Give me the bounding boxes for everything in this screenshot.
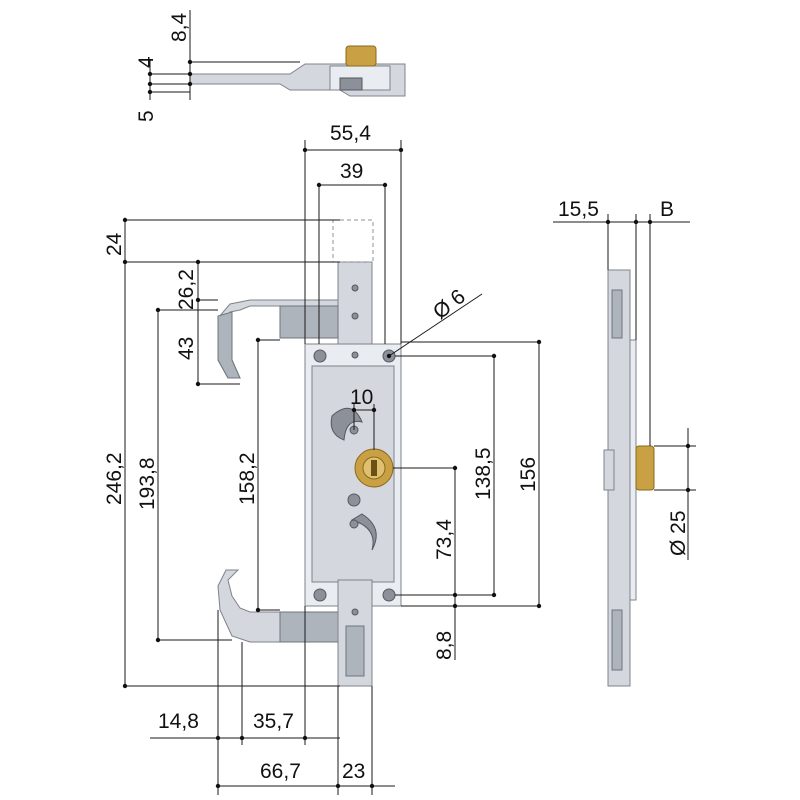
dim-dot	[215, 783, 221, 789]
dim-dot	[187, 81, 193, 87]
dim-dot	[633, 219, 639, 225]
dim-dot	[239, 735, 245, 741]
upper-rod-dashed	[332, 219, 374, 263]
dim-dot	[398, 147, 404, 153]
lower-hook-arm	[279, 611, 339, 643]
top-view: 8,4 4 5	[135, 10, 406, 122]
screw-hole-top-left	[313, 349, 327, 363]
dim-dot	[452, 592, 458, 598]
dim-dot	[605, 219, 611, 225]
dim-label-158-2: 158,2	[236, 452, 259, 505]
dim-label-66-7: 66,7	[260, 760, 301, 783]
dim-label-39: 39	[340, 160, 363, 183]
dim-dot	[685, 443, 691, 449]
case-hole	[347, 493, 361, 507]
dim-dot	[647, 219, 653, 225]
dim-dot	[302, 147, 308, 153]
screw-hole-bottom-left	[313, 588, 327, 602]
dim-dot	[536, 603, 542, 609]
dim-dot	[369, 783, 375, 789]
dim-dot	[255, 607, 261, 613]
dim-label-6: Ø 6	[429, 285, 470, 324]
lower-rod-slot	[345, 625, 365, 677]
dim-label-35-7: 35,7	[253, 710, 294, 733]
dim-dot	[187, 59, 193, 65]
dim-label-25: Ø 25	[667, 510, 690, 556]
top-view-bolt	[339, 77, 363, 91]
dim-label-10: 10	[350, 386, 373, 409]
dim-dot	[382, 182, 388, 188]
dim-dot	[302, 735, 308, 741]
side-bolt	[603, 449, 615, 491]
cylinder-keyway	[371, 460, 377, 476]
dim-label-55-4: 55,4	[330, 122, 371, 145]
dim-label-193-8: 193,8	[136, 457, 159, 510]
rod-hole	[351, 284, 359, 292]
case-hole	[351, 351, 359, 359]
dim-dot	[371, 407, 377, 413]
upper-hook-shade	[217, 311, 241, 379]
dim-label-23: 23	[342, 760, 365, 783]
dim-dot	[195, 297, 201, 303]
dim-label-b: B	[660, 198, 674, 221]
dim-dot	[147, 81, 153, 87]
dim-dot	[491, 592, 497, 598]
dim-label-5: 5	[135, 110, 158, 122]
dim-label-24: 24	[103, 232, 126, 256]
leader-6	[388, 293, 483, 357]
dim-label-8-8: 8,8	[433, 631, 456, 660]
latch-cam-lower	[350, 513, 377, 551]
dim-dot	[536, 339, 542, 345]
rod-hole	[351, 608, 359, 616]
dim-dot	[147, 89, 153, 95]
side-cylinder	[635, 445, 655, 491]
case-hole	[349, 519, 359, 529]
dim-label-73-4: 73,4	[433, 519, 456, 560]
dim-label-15-5: 15,5	[558, 198, 599, 221]
dim-dot	[195, 381, 201, 387]
dim-dot	[685, 487, 691, 493]
dim-dot	[122, 683, 128, 689]
side-view: 15,5 B Ø 25	[553, 198, 696, 687]
dim-dot	[255, 337, 261, 343]
dim-dot	[122, 259, 128, 265]
dim-dot	[316, 182, 322, 188]
dim-label-4: 4	[135, 56, 158, 68]
screw-hole-bottom-right	[382, 588, 396, 602]
dim-dot	[215, 735, 221, 741]
side-rod-upper	[611, 289, 623, 339]
dim-label-156: 156	[517, 457, 540, 492]
dim-label-14-8: 14,8	[158, 710, 199, 733]
dim-dot	[491, 353, 497, 359]
upper-hook-arm	[279, 305, 339, 339]
dim-dot	[351, 407, 357, 413]
dim-label-43: 43	[175, 337, 198, 360]
dim-dot	[155, 307, 161, 313]
dim-label-26-2: 26,2	[175, 269, 198, 310]
dim-dot	[122, 217, 128, 223]
side-rod-lower	[611, 609, 623, 671]
dim-dot	[452, 465, 458, 471]
front-view: 55,4 39 24 26,2 43 246,2 193,8 158,2	[103, 122, 542, 795]
dim-dot	[452, 603, 458, 609]
upper-rod	[337, 261, 373, 345]
dim-label-8-4: 8,4	[168, 12, 191, 42]
side-case-edge	[629, 339, 637, 601]
dim-dot	[187, 71, 193, 77]
dim-dot	[155, 637, 161, 643]
dim-label-138-5: 138,5	[472, 447, 495, 500]
dim-dot	[386, 353, 392, 359]
dim-dot	[195, 259, 201, 265]
rod-hole	[351, 312, 359, 320]
dim-label-246-2: 246,2	[103, 452, 126, 505]
dim-dot	[147, 71, 153, 77]
top-view-cylinder	[345, 45, 377, 67]
dim-dot	[335, 783, 341, 789]
